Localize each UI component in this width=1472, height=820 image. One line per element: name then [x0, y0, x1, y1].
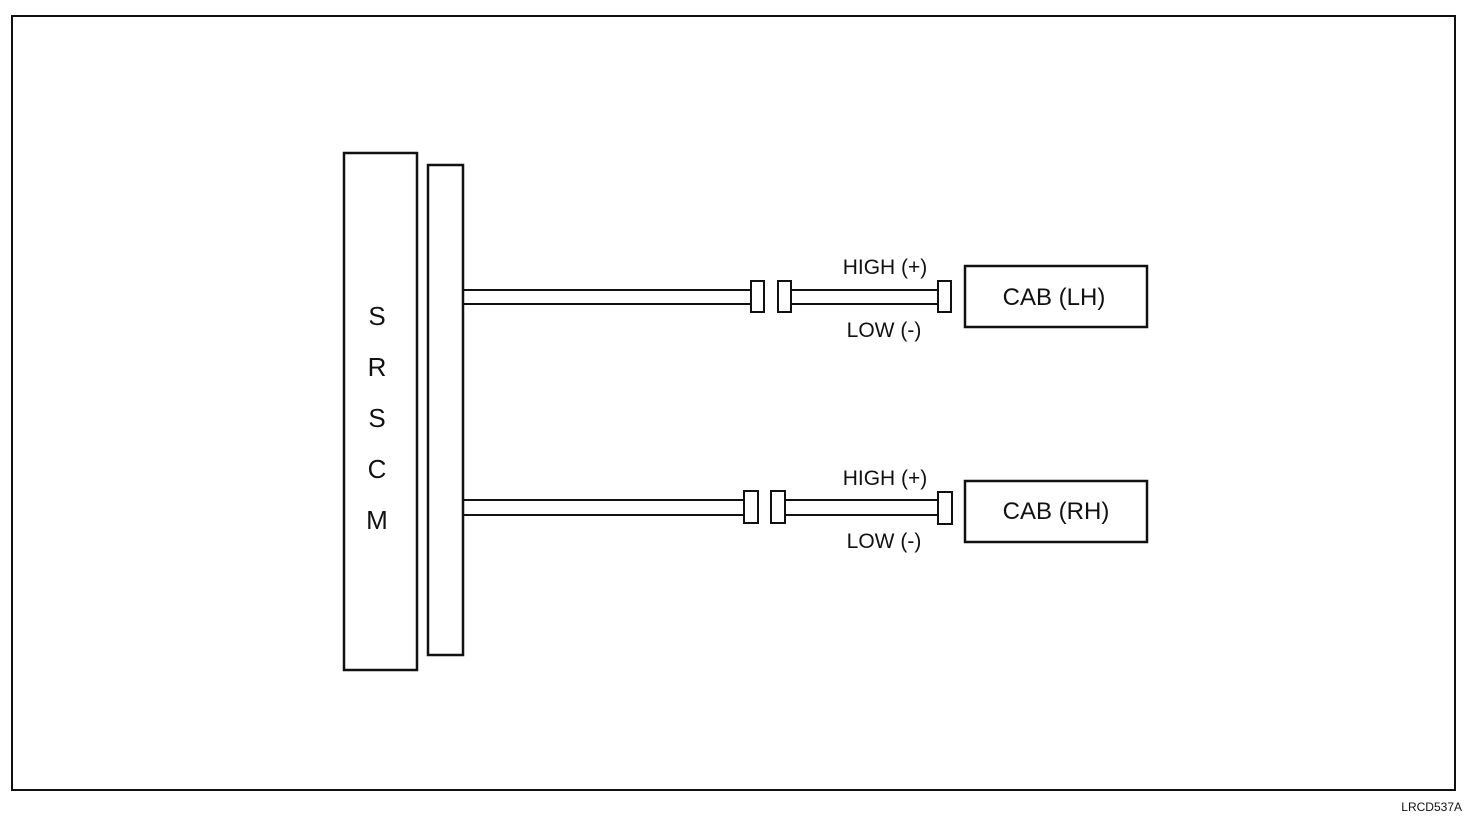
diagram-frame [11, 15, 1456, 791]
cab-lh-box [963, 264, 1149, 329]
connector-terminal [750, 280, 765, 313]
srscm-letter: S [368, 403, 385, 433]
srscm-letter: C [368, 454, 387, 484]
srscm-letter: R [368, 352, 387, 382]
srscm-letter: S [368, 301, 385, 331]
connector-terminal [937, 280, 952, 313]
low-label: LOW (-) [847, 530, 922, 553]
srscm-body [342, 151, 419, 672]
srscm-connector-plate [426, 163, 465, 657]
connector-terminal [770, 490, 786, 524]
srscm-letter: M [366, 505, 388, 535]
circuit-lh: HIGH (+) LOW (-) CAB (LH) [463, 256, 1149, 342]
cab-rh-box [963, 479, 1149, 544]
connector-terminal [743, 490, 759, 524]
cab-rh-label: CAB (RH) [1003, 498, 1110, 525]
low-label: LOW (-) [847, 319, 922, 342]
circuit-rh: HIGH (+) LOW (-) CAB (RH) [463, 467, 1149, 553]
high-label: HIGH (+) [843, 467, 928, 490]
srscm-module: S R S C M [342, 151, 465, 672]
figure-code: LRCD537A [1401, 800, 1462, 814]
high-label: HIGH (+) [843, 256, 928, 279]
connector-terminal [777, 280, 792, 313]
connector-terminal [937, 491, 953, 525]
cab-lh-label: CAB (LH) [1003, 284, 1106, 311]
